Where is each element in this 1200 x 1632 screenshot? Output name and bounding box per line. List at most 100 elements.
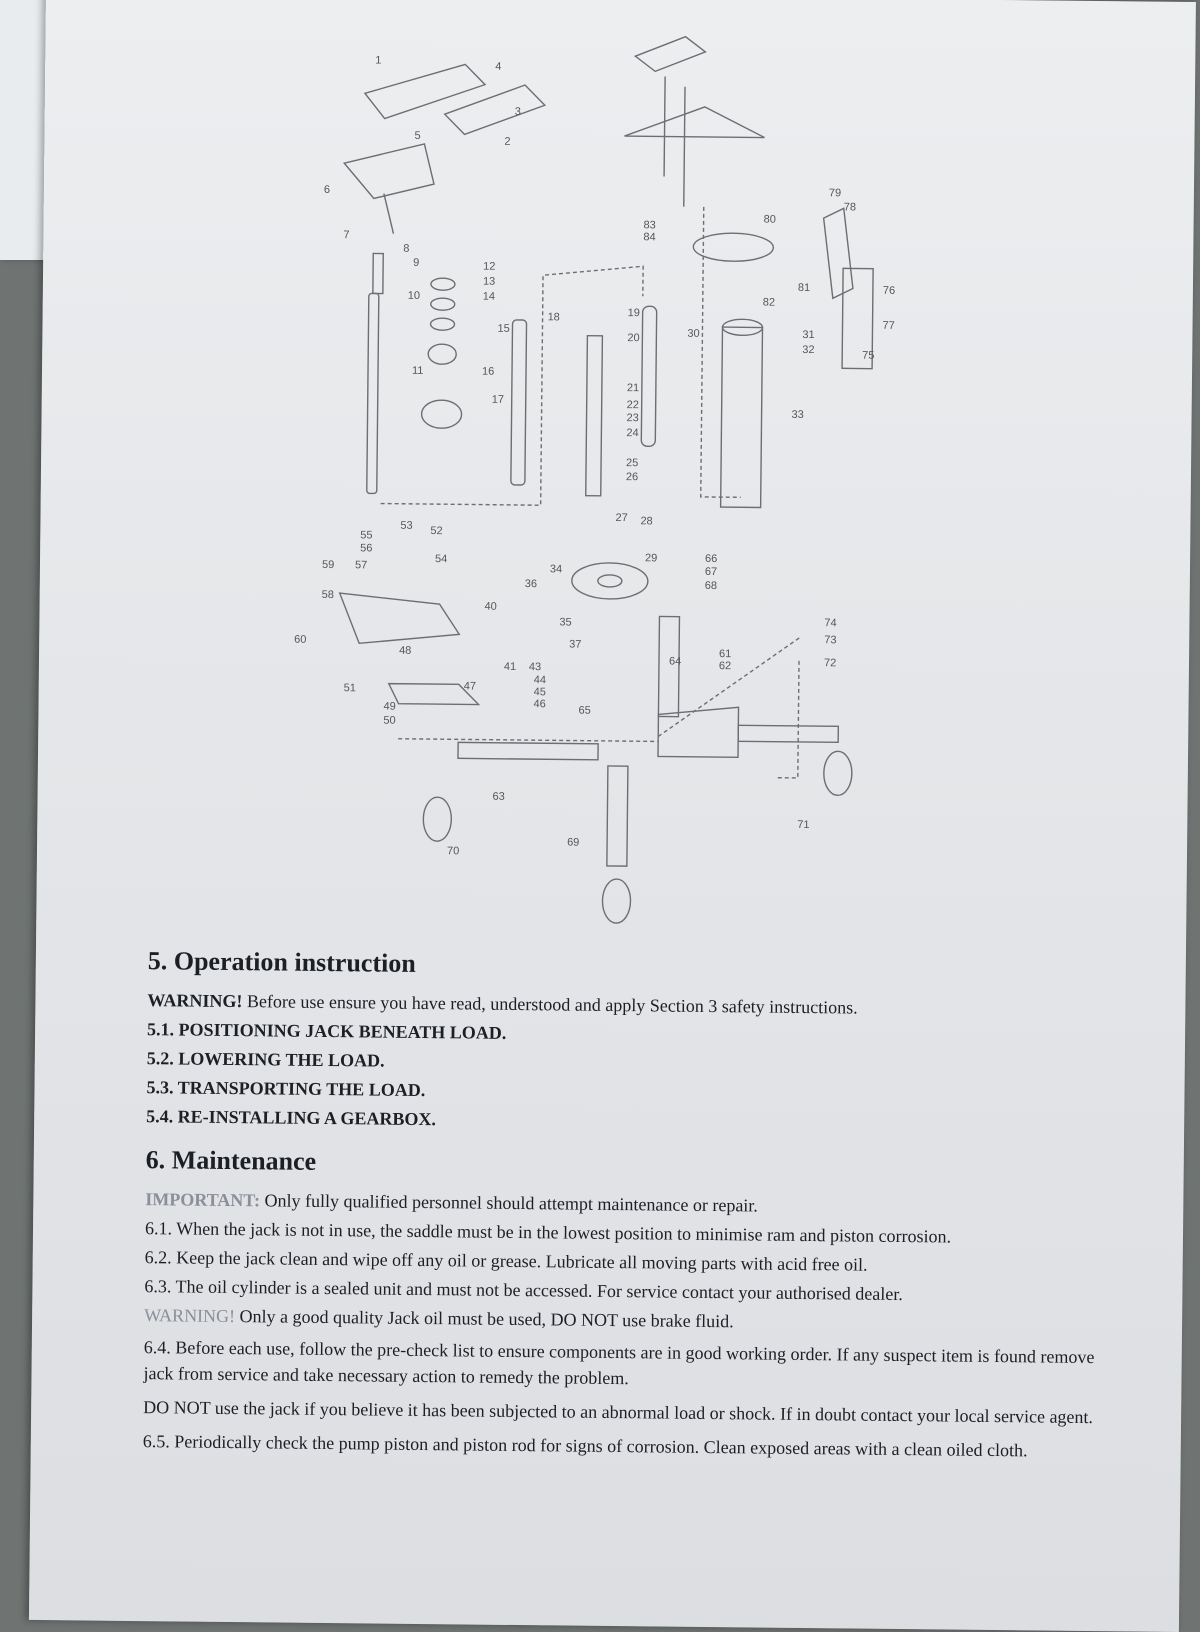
part-label-41: 41 <box>504 661 516 673</box>
item-6-4: 6.4. Before each use, follow the pre-che… <box>143 1337 1095 1389</box>
part-label-82: 82 <box>763 297 775 309</box>
part-label-63: 63 <box>493 791 505 803</box>
warning-text: Before use ensure you have read, underst… <box>242 991 858 1018</box>
part-label-4: 4 <box>495 61 501 73</box>
part-label-15: 15 <box>497 323 509 335</box>
part-label-36: 36 <box>525 578 537 590</box>
part-label-59: 59 <box>322 559 334 571</box>
part-label-81: 81 <box>798 282 810 294</box>
part-label-5: 5 <box>414 130 420 142</box>
item-6-1: 6.1. When the jack is not in use, the sa… <box>144 1218 952 1247</box>
part-label-50: 50 <box>383 715 395 727</box>
item-6-2: 6.2. Keep the jack clean and wipe off an… <box>144 1247 868 1275</box>
part-label-22: 22 <box>627 399 639 411</box>
part-label-30: 30 <box>687 328 699 340</box>
part-label-75: 75 <box>862 350 874 362</box>
instructions-text: 5. Operation instruction WARNING! Before… <box>143 946 1108 1472</box>
part-label-31: 31 <box>802 329 814 341</box>
part-label-62: 62 <box>719 660 731 672</box>
part-label-51: 51 <box>344 682 356 694</box>
do-not-paragraph: DO NOT use the jack if you believe it ha… <box>143 1397 1094 1428</box>
part-label-77: 77 <box>882 320 894 332</box>
item-6-3: 6.3. The oil cylinder is a sealed unit a… <box>144 1276 903 1305</box>
part-label-73: 73 <box>824 634 836 646</box>
part-label-79: 79 <box>829 187 841 199</box>
warning-line: WARNING! Before use ensure you have read… <box>147 990 1107 1021</box>
part-label-18: 18 <box>548 311 560 323</box>
part-label-53: 53 <box>400 520 412 532</box>
part-label-11: 11 <box>412 365 424 377</box>
important-text: Only fully qualified personnel should at… <box>259 1190 758 1216</box>
part-label-80: 80 <box>764 214 776 226</box>
part-label-45: 45 <box>534 686 546 698</box>
part-label-1: 1 <box>375 54 381 66</box>
part-label-9: 9 <box>413 257 419 269</box>
part-label-35: 35 <box>559 616 571 628</box>
part-label-52: 52 <box>430 525 442 537</box>
part-label-23: 23 <box>626 412 638 424</box>
part-label-28: 28 <box>640 515 652 527</box>
part-label-72: 72 <box>824 657 836 669</box>
step-5-2: 5.2. LOWERING THE LOAD. <box>146 1048 385 1071</box>
part-label-3: 3 <box>515 106 521 118</box>
part-label-7: 7 <box>343 229 349 241</box>
part-label-47: 47 <box>464 680 476 692</box>
part-label-20: 20 <box>627 332 639 344</box>
part-label-27: 27 <box>615 512 627 524</box>
part-label-25: 25 <box>626 457 638 469</box>
part-label-6: 6 <box>324 184 330 196</box>
part-label-65: 65 <box>578 705 590 717</box>
step-5-1: 5.1. POSITIONING JACK BENEATH LOAD. <box>147 1019 507 1043</box>
part-label-40: 40 <box>485 601 497 613</box>
part-label-48: 48 <box>399 645 411 657</box>
part-label-74: 74 <box>824 617 836 629</box>
part-label-29: 29 <box>645 552 657 564</box>
part-label-56: 56 <box>360 542 372 554</box>
part-label-24: 24 <box>626 427 638 439</box>
part-label-37: 37 <box>569 639 581 651</box>
part-label-32: 32 <box>802 344 814 356</box>
part-label-14: 14 <box>483 291 495 303</box>
diagram-line-art <box>338 35 874 924</box>
part-label-84: 84 <box>643 231 655 243</box>
part-label-12: 12 <box>483 261 495 273</box>
part-label-57: 57 <box>355 559 367 571</box>
section6-heading: 6. Maintenance <box>145 1145 317 1176</box>
part-label-54: 54 <box>435 553 447 565</box>
part-label-16: 16 <box>482 366 494 378</box>
part-label-44: 44 <box>534 674 546 686</box>
part-label-33: 33 <box>792 409 804 421</box>
part-label-61: 61 <box>719 648 731 660</box>
part-label-19: 19 <box>628 307 640 319</box>
part-label-68: 68 <box>705 580 717 592</box>
part-label-60: 60 <box>294 634 306 646</box>
part-label-64: 64 <box>669 656 681 668</box>
part-label-26: 26 <box>626 471 638 483</box>
important-line: IMPORTANT: Only fully qualified personne… <box>145 1189 1105 1220</box>
section5-heading: 5. Operation instruction <box>147 946 416 978</box>
part-label-71: 71 <box>797 819 809 831</box>
warning2-text: Only a good quality Jack oil must be use… <box>235 1306 734 1332</box>
part-label-70: 70 <box>447 845 459 857</box>
part-label-2: 2 <box>504 136 510 148</box>
step-5-3: 5.3. TRANSPORTING THE LOAD. <box>146 1077 426 1101</box>
part-label-21: 21 <box>627 382 639 394</box>
part-label-66: 66 <box>705 553 717 565</box>
part-label-58: 58 <box>322 589 334 601</box>
part-label-83: 83 <box>644 219 656 231</box>
part-label-34: 34 <box>550 563 562 575</box>
part-label-67: 67 <box>705 566 717 578</box>
part-label-13: 13 <box>483 276 495 288</box>
part-label-17: 17 <box>492 394 504 406</box>
part-label-69: 69 <box>567 837 579 849</box>
part-label-8: 8 <box>403 243 409 255</box>
part-label-78: 78 <box>844 201 856 213</box>
part-label-10: 10 <box>408 290 420 302</box>
important-label: IMPORTANT: <box>145 1189 261 1211</box>
warning2-label: WARNING! <box>144 1305 236 1327</box>
step-5-4: 5.4. RE-INSTALLING A GEARBOX. <box>146 1106 437 1130</box>
